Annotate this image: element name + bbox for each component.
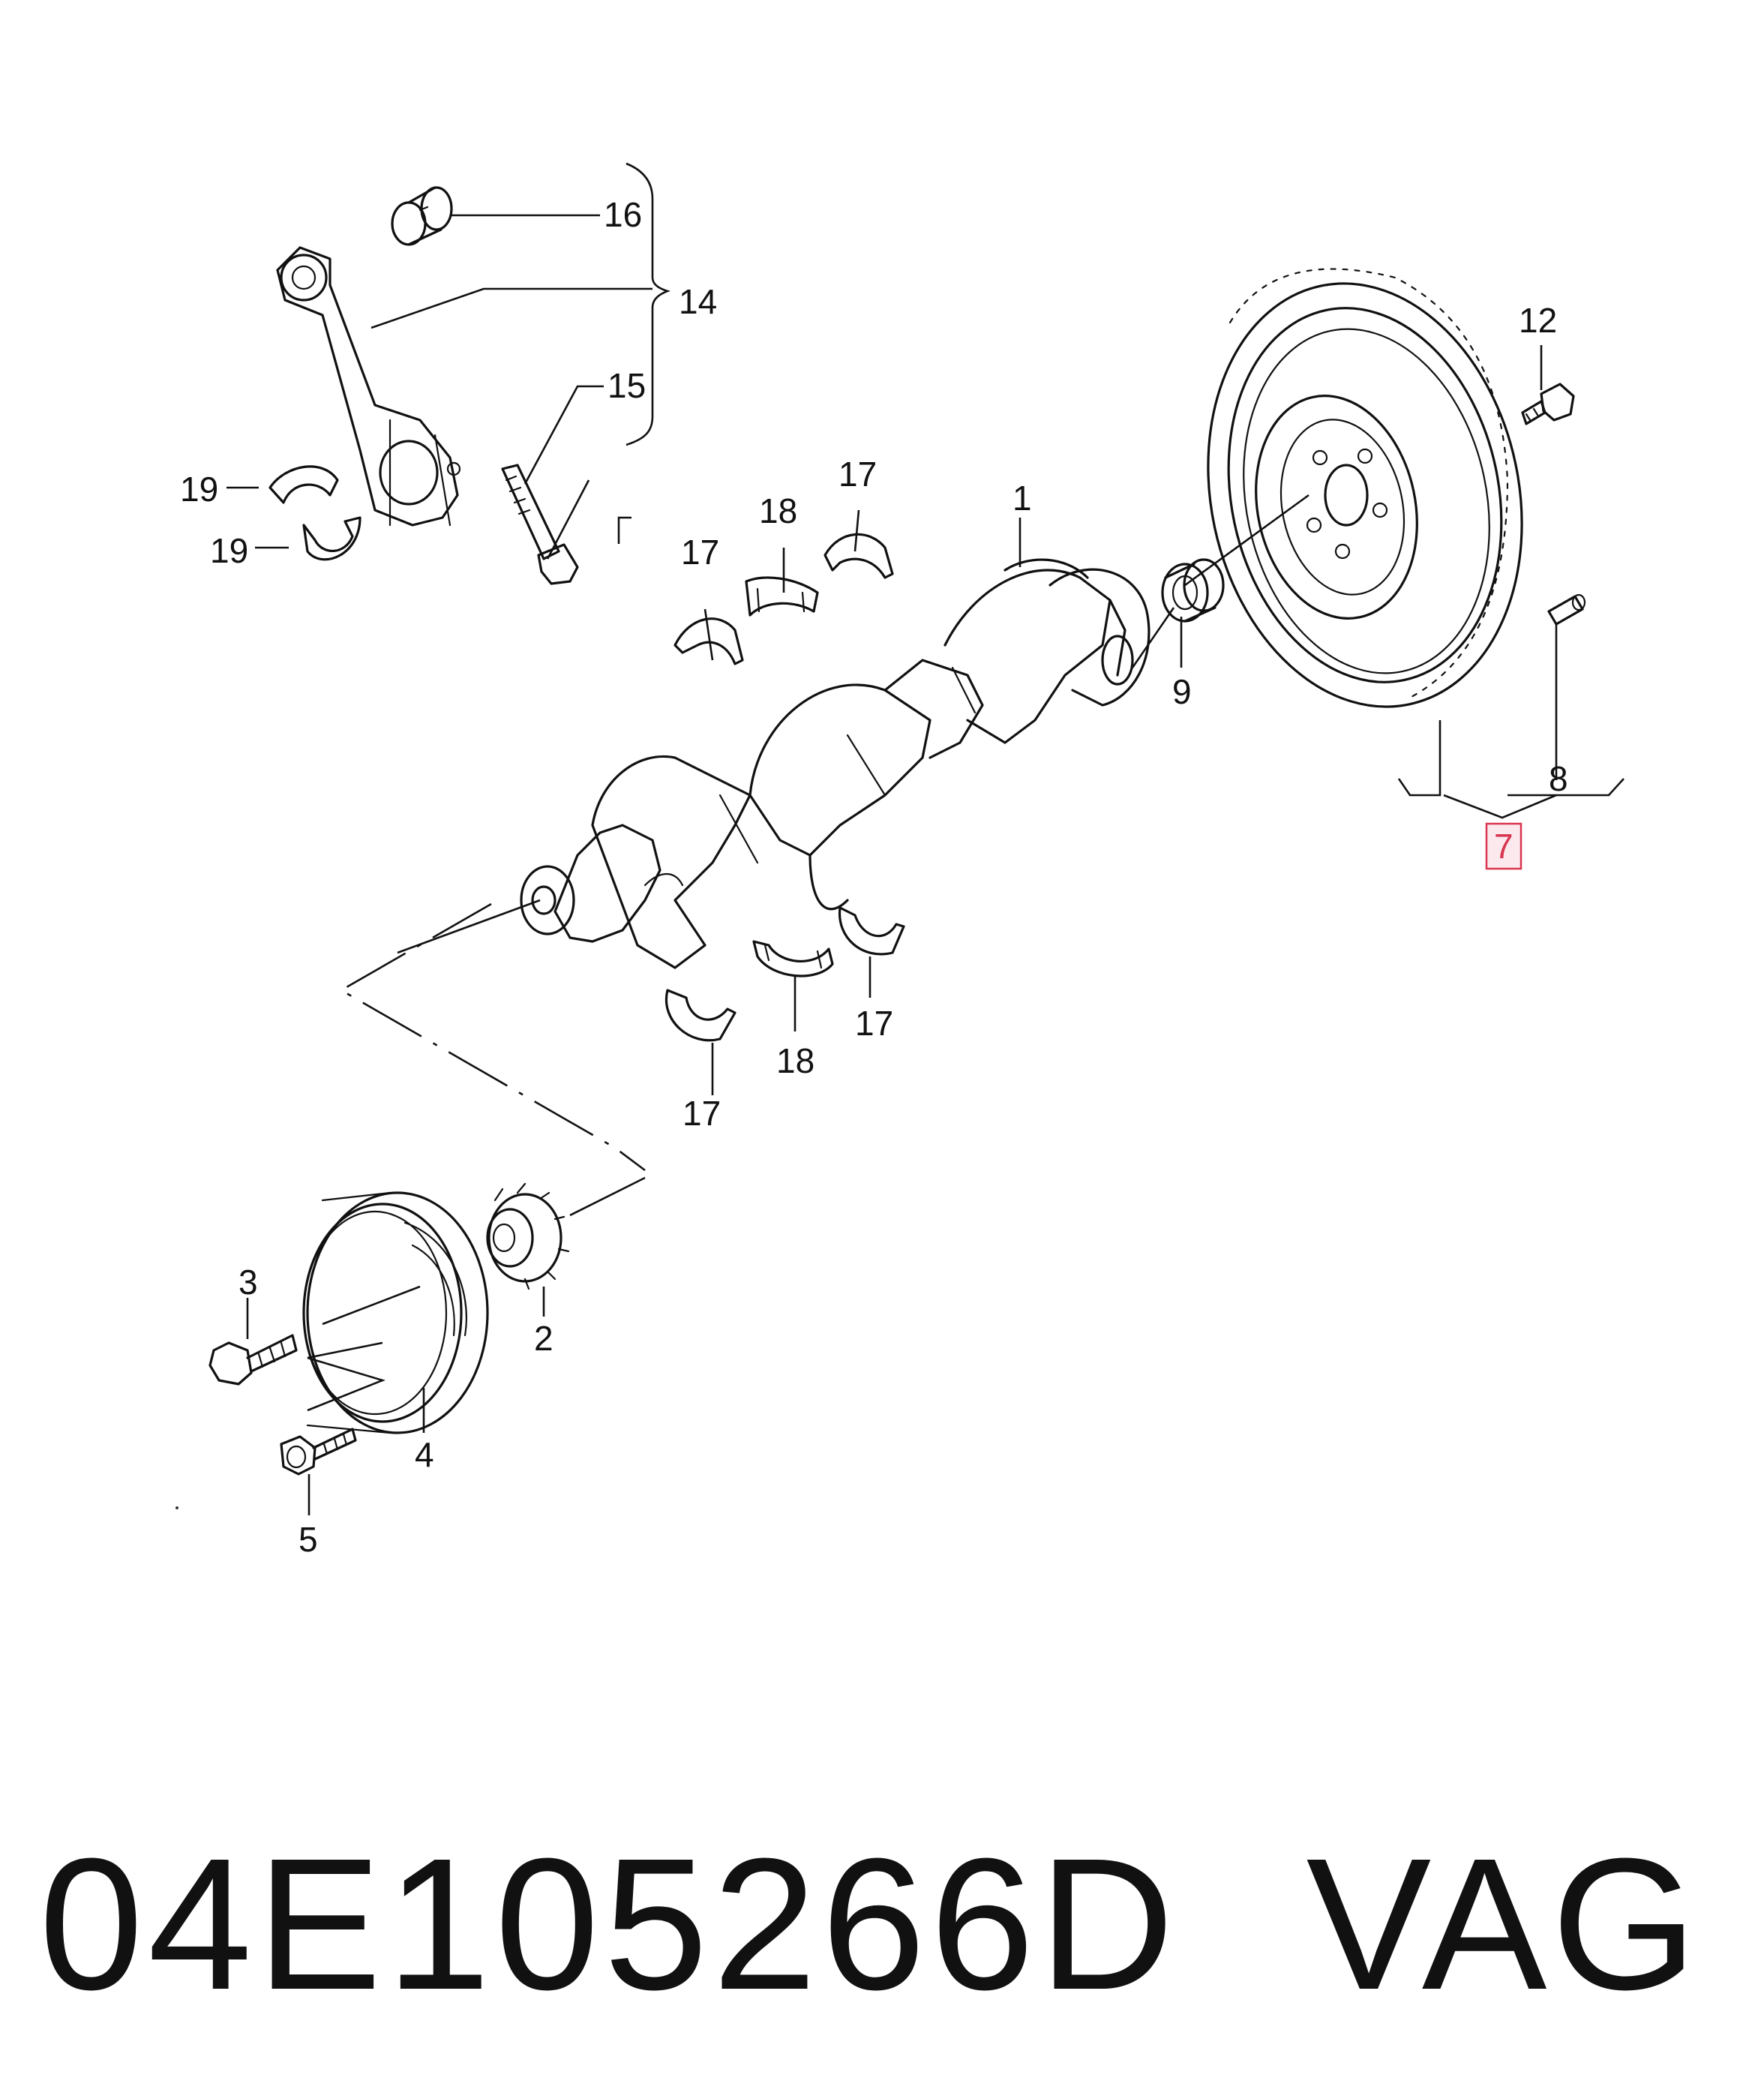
- callout-17-top-right: 17: [838, 455, 877, 494]
- callout-labels: 16 14 15 19 19 17 18 17 1 9 12 8 17 18 1…: [180, 195, 1568, 1559]
- callout-16: 16: [604, 195, 642, 234]
- part-number: 04E105266D: [39, 1819, 1179, 2028]
- pulley-bolt[interactable]: [208, 1334, 298, 1386]
- thrust-washer-lower-left[interactable]: [664, 989, 736, 1042]
- callout-4: 4: [415, 1435, 434, 1474]
- callout-7-highlight[interactable]: 7: [1485, 822, 1522, 870]
- callout-12: 12: [1519, 301, 1557, 340]
- callout-7: 7: [1494, 827, 1514, 866]
- highlight-box: [1485, 822, 1522, 870]
- stray-dot: [176, 1506, 178, 1509]
- conrod-bolt[interactable]: [501, 464, 579, 585]
- flange-bolt[interactable]: [280, 1428, 357, 1476]
- conrod-bearing-shell-lower[interactable]: [302, 516, 362, 561]
- connecting-rod[interactable]: [276, 246, 461, 527]
- main-bearing-shell-lower[interactable]: [752, 940, 834, 977]
- crankshaft[interactable]: [520, 558, 1150, 969]
- callout-18-top: 18: [759, 491, 797, 530]
- callout-8: 8: [1549, 759, 1568, 798]
- callout-15: 15: [608, 366, 646, 405]
- main-bearing-shell-upper[interactable]: [745, 576, 819, 617]
- thrust-washer-upper-left[interactable]: [674, 617, 744, 665]
- needle-bearing[interactable]: [1161, 558, 1225, 623]
- callout-9: 9: [1172, 672, 1192, 711]
- assembly-axis: [307, 494, 1310, 1412]
- thrust-washer-upper-right[interactable]: [824, 533, 894, 579]
- brand-name: VAG: [1306, 1819, 1702, 2028]
- callout-2: 2: [534, 1319, 554, 1358]
- callout-18-bottom: 18: [776, 1041, 814, 1080]
- leader-lines: [226, 162, 1624, 1515]
- callout-14: 14: [679, 282, 717, 321]
- callout-17-bottom-left: 17: [682, 1094, 721, 1133]
- callout-3: 3: [238, 1263, 258, 1302]
- piston-pin-bush[interactable]: [391, 186, 453, 246]
- callout-5: 5: [298, 1520, 318, 1559]
- dowel-pin[interactable]: [1547, 593, 1586, 626]
- flywheel[interactable]: [1170, 254, 1560, 737]
- flywheel-bolt[interactable]: [1521, 383, 1575, 425]
- callout-17-bottom-right: 17: [855, 1004, 893, 1043]
- belt-pulley[interactable]: [302, 1191, 489, 1434]
- callout-1: 1: [1012, 479, 1032, 518]
- callout-17-top-left: 17: [681, 533, 719, 572]
- callout-19-upper: 19: [180, 470, 218, 509]
- thrust-washer-lower-right[interactable]: [838, 906, 905, 956]
- crankshaft-sprocket[interactable]: [486, 1182, 570, 1290]
- conrod-bearing-shell-upper[interactable]: [268, 465, 339, 504]
- callout-19-lower: 19: [210, 531, 248, 570]
